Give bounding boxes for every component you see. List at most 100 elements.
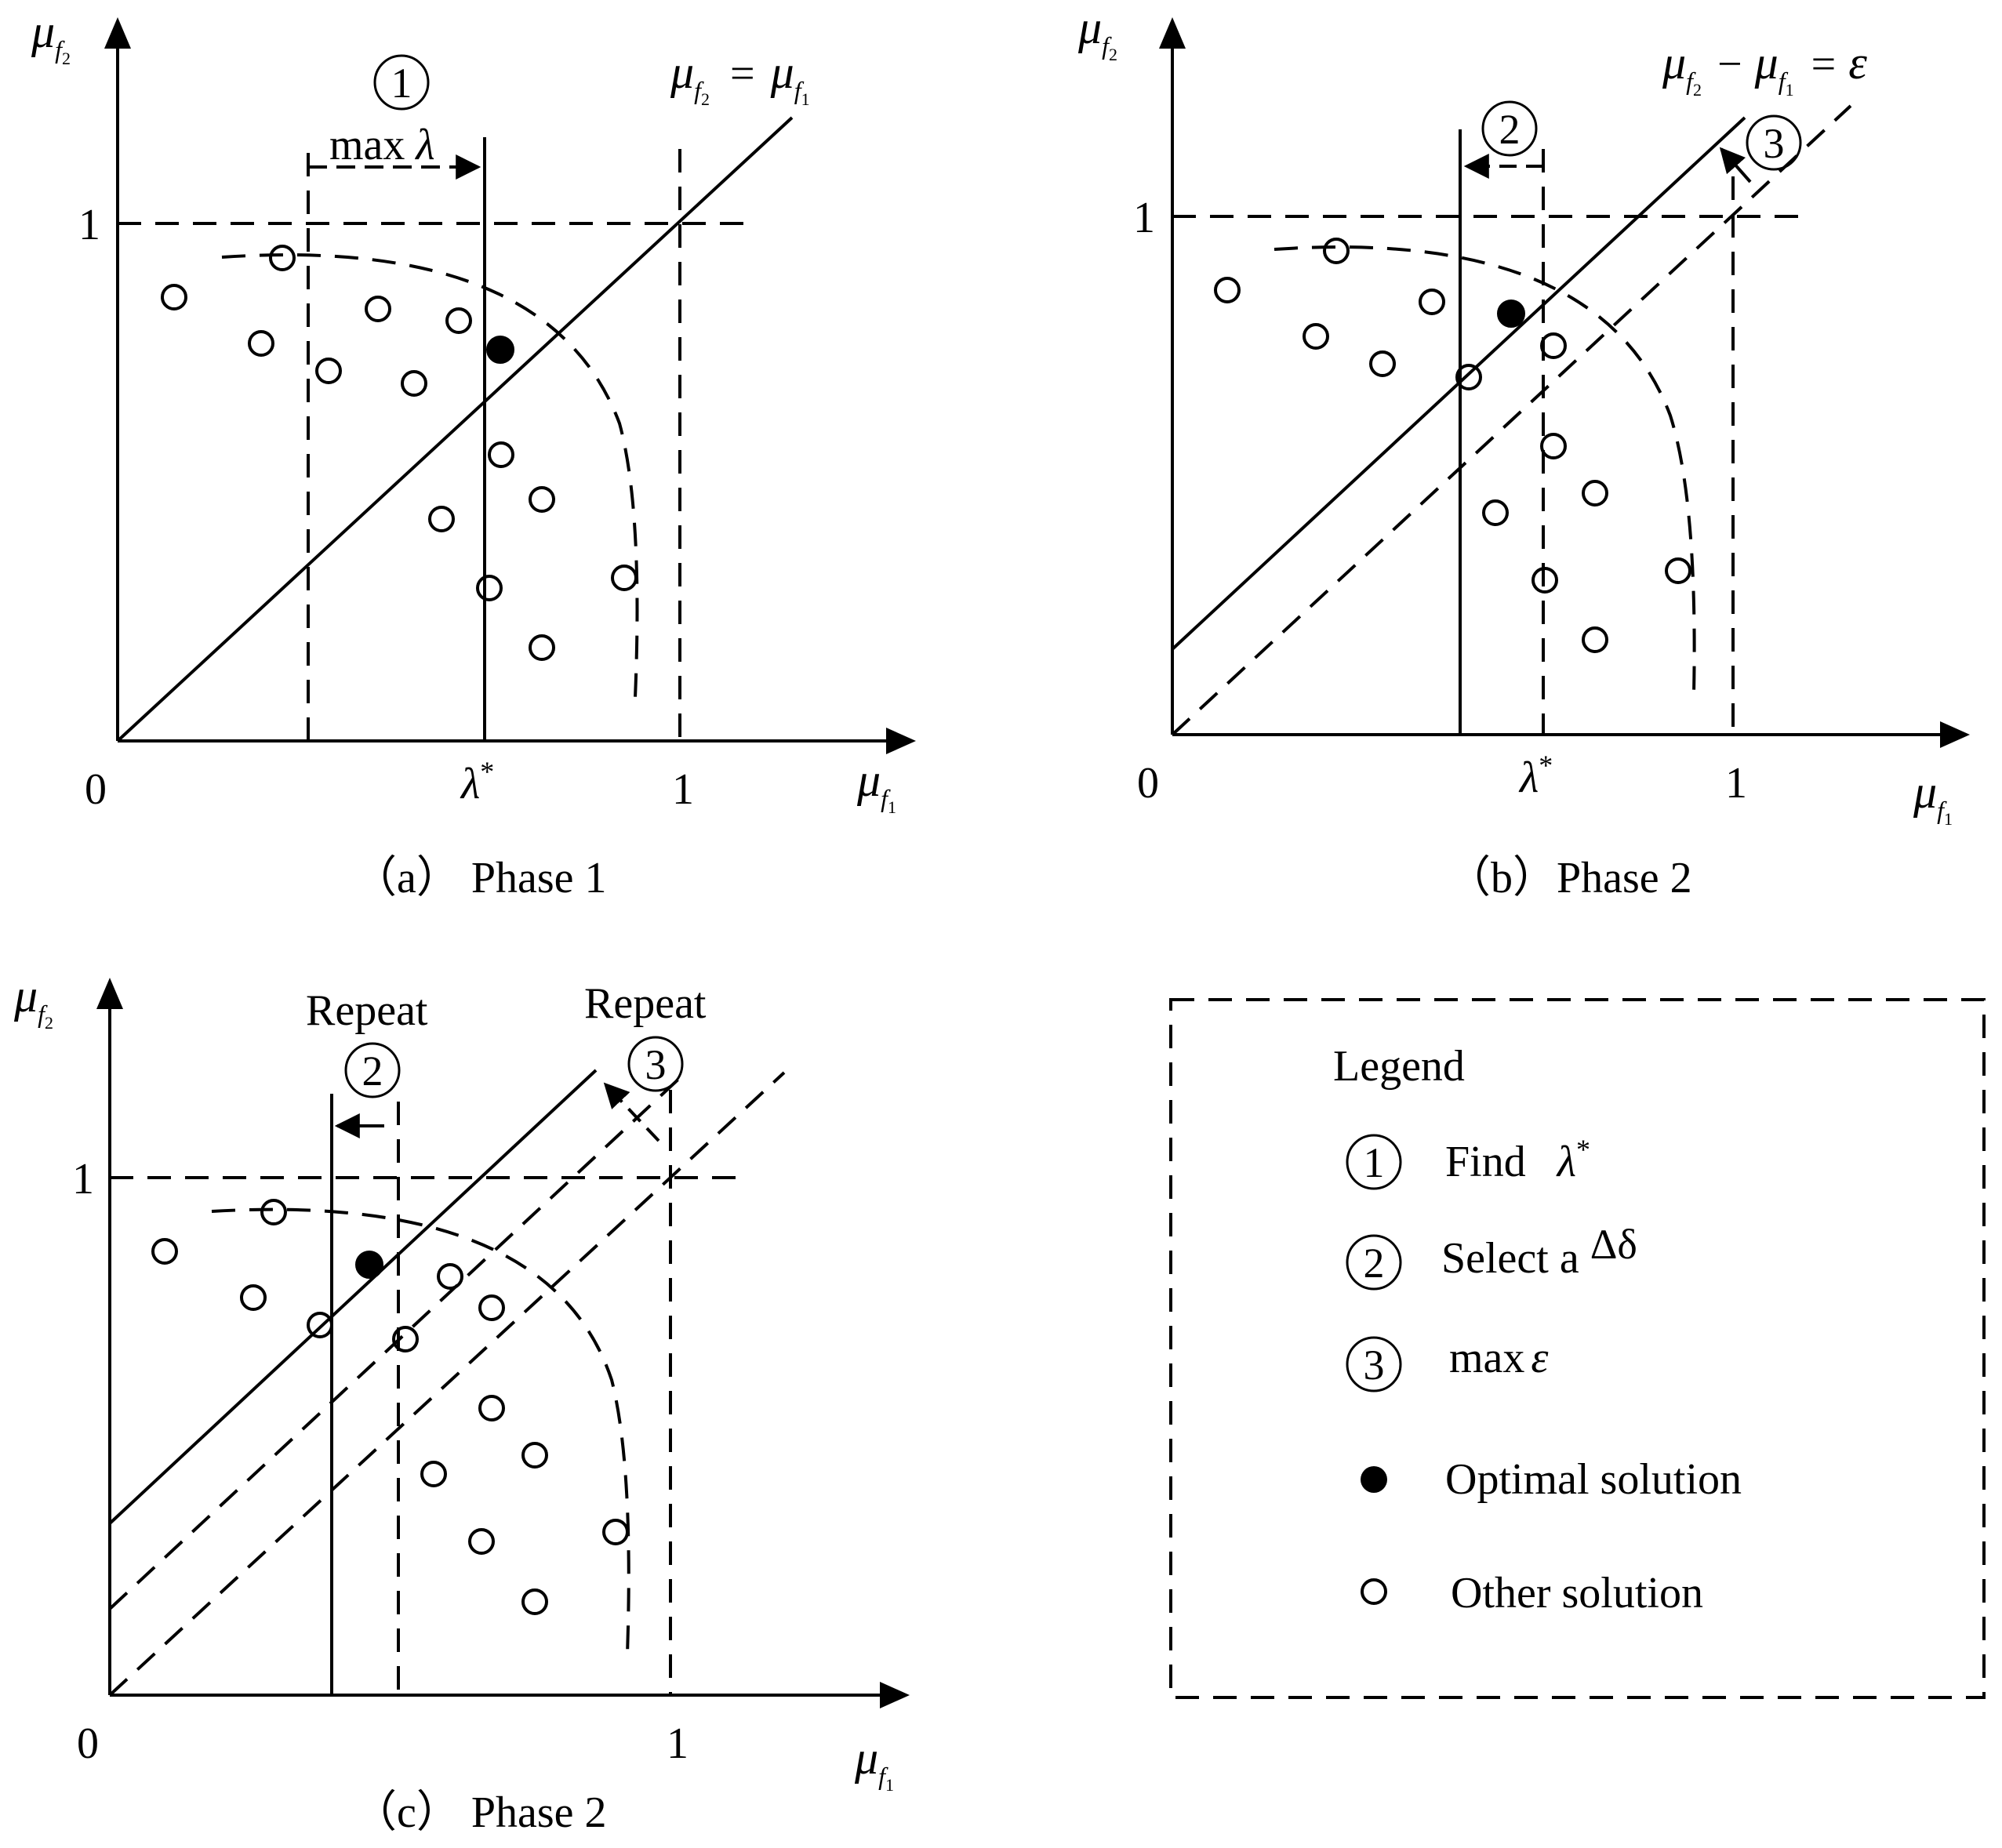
other-solutions: [1214, 238, 1691, 653]
legend-marker-3-number: 3: [1364, 1342, 1385, 1389]
other-solution-point: [602, 1519, 629, 1545]
y-one-tick: 1: [1133, 194, 1155, 242]
other-solution-point: [428, 506, 455, 532]
step-2-number: 2: [1499, 106, 1521, 153]
legend-title: Legend: [1333, 1042, 1465, 1091]
other-solution-point: [1582, 626, 1608, 653]
panel-b: [1159, 17, 1970, 748]
other-solution-point: [1214, 277, 1241, 303]
other-solution-point: [1455, 364, 1482, 390]
y-axis-label: μf2: [13, 970, 53, 1033]
optimal-solution-point: [486, 336, 514, 364]
legend-marker-3: [1346, 1336, 1402, 1392]
other-solution-point: [468, 1528, 495, 1555]
max-lambda-label: max λ: [329, 121, 435, 169]
other-solution-point: [529, 634, 555, 661]
pareto-front-arc: [1274, 245, 1696, 695]
x-one-tick: 1: [672, 765, 694, 814]
x-axis-arrowhead: [886, 728, 916, 754]
legend-border: [1169, 998, 1986, 1699]
y-one-tick: 1: [72, 1155, 94, 1204]
other-solution-point: [151, 1238, 178, 1265]
other-solution-point: [1582, 480, 1608, 506]
panel-a-text: 1 max λ 1 0 1 λ* μf1 μf2 μf2=μf1 （a） Pha…: [31, 5, 896, 902]
step-2-circle: [1481, 100, 1538, 157]
pareto-front-arc: [211, 1207, 630, 1655]
y-axis-arrowhead: [96, 978, 123, 1009]
x-axis-arrowhead: [880, 1682, 910, 1708]
x-axis-label: μf1: [1913, 766, 1953, 829]
other-solution-point: [1303, 323, 1329, 350]
epsilon-line-dashed-2: [108, 1071, 786, 1697]
pareto-front-arc: [221, 253, 639, 699]
y-one-tick: 1: [78, 201, 100, 249]
repeat-left-label: Repeat: [306, 986, 428, 1035]
step-2-circle: [344, 1042, 401, 1098]
lambda-star-label: λ*: [1518, 750, 1553, 802]
other-solution-point: [478, 1294, 505, 1321]
panel-a: [104, 17, 916, 754]
epsilon-arrow: [1719, 147, 1752, 183]
other-solution-point: [611, 565, 638, 591]
diagonal-dashed-line: [1171, 104, 1852, 736]
other-solution-point: [488, 441, 514, 468]
other-solution-point: [1531, 567, 1558, 594]
origin-label: 0: [77, 1719, 99, 1768]
epsilon-arrow: [603, 1082, 660, 1142]
other-solution-point: [401, 370, 427, 397]
x-axis-label: μf1: [854, 1732, 894, 1795]
other-solutions: [151, 1199, 629, 1615]
panel-c: [96, 978, 910, 1708]
origin-label: 0: [85, 765, 107, 814]
legend-marker-2: [1346, 1234, 1402, 1291]
other-solution-point: [1419, 289, 1445, 315]
step-3-circle: [1746, 114, 1802, 171]
other-solution-point: [1665, 557, 1691, 584]
other-solution-point: [1540, 433, 1567, 459]
x-axis-arrowhead: [1940, 721, 1970, 748]
other-solution-point: [392, 1326, 419, 1352]
step-3-number: 3: [645, 1041, 667, 1088]
diagonal-line-label: μf2=μf1: [670, 46, 810, 109]
other-solution-point: [1540, 332, 1567, 359]
panel-b-caption: （b）Phase 2: [1447, 854, 1692, 902]
step-2-number: 2: [362, 1047, 383, 1095]
legend-item-optimal: Optimal solution: [1445, 1455, 1742, 1504]
other-solution-point: [476, 575, 503, 601]
other-solution-point: [529, 486, 555, 513]
repeat-right-label: Repeat: [584, 979, 707, 1028]
diagonal-line: [116, 116, 794, 742]
other-solution-point: [315, 358, 342, 384]
panel-c-text: 2 3 Repeat Repeat 1 0 1 μf1 μf2 （c） Phas…: [13, 970, 894, 1837]
step-1-number: 1: [391, 60, 412, 107]
legend-filled-circle-icon: [1361, 1466, 1387, 1493]
x-axis-label: μf1: [856, 754, 896, 817]
step-1-circle: [373, 54, 430, 111]
legend-marker-1: [1346, 1134, 1402, 1190]
other-solution-point: [260, 1199, 287, 1225]
legend-marker-2-number: 2: [1364, 1240, 1385, 1287]
epsilon-line-solid: [108, 1069, 598, 1525]
other-solution-point: [478, 1395, 505, 1421]
other-solution-point: [437, 1263, 463, 1290]
other-solution-point: [1482, 499, 1509, 526]
y-axis-label: μf2: [31, 5, 71, 68]
other-solution-point: [365, 296, 391, 322]
lambda-star-label: λ*: [460, 756, 494, 808]
epsilon-line-label: μf2−μf1=ε: [1662, 37, 1867, 100]
other-solution-point: [307, 1312, 333, 1338]
panel-a-caption: （a） Phase 1: [353, 854, 607, 902]
legend-open-circle-icon: [1361, 1578, 1387, 1605]
origin-label: 0: [1137, 759, 1159, 808]
other-solution-point: [1369, 350, 1396, 377]
other-solution-point: [1323, 238, 1350, 264]
other-solution-point: [521, 1588, 548, 1615]
step-3-number: 3: [1764, 120, 1785, 167]
other-solution-point: [269, 245, 296, 271]
panel-b-text: 2 3 1 0 1 λ* μf1 μf2 μf2−μf1=ε （b）Phase …: [1077, 2, 1953, 902]
